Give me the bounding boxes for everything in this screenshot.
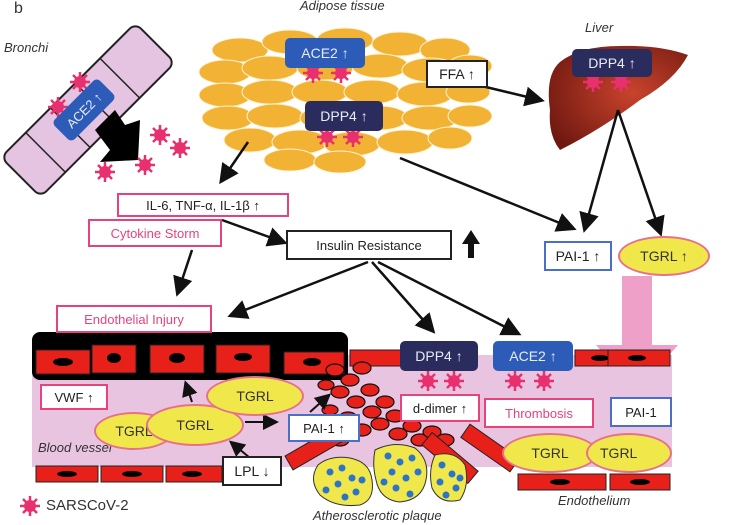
- d-dimer-box: d-dimer ↑: [400, 394, 480, 422]
- legend-virus-label: SARSCoV-2: [46, 497, 129, 514]
- vessel-arrows: [182, 380, 331, 459]
- virus-icon: [148, 123, 172, 147]
- liver-pai1-box: PAI-1 ↑: [544, 241, 612, 271]
- virus-icon: [93, 160, 117, 184]
- cytokines-box: IL-6, TNF-α, IL-1β ↑: [117, 193, 289, 217]
- adipose-dpp4-receptor: DPP4 ↑: [305, 101, 383, 131]
- vwf-box: VWF ↑: [40, 384, 108, 410]
- virus-icon: [532, 369, 556, 393]
- panel-label: b: [14, 0, 23, 17]
- endothelial-cells-bottom: [35, 465, 671, 491]
- ffa-box: FFA ↑: [426, 60, 488, 88]
- bronchi-label: Bronchi: [4, 40, 49, 55]
- release-arrow-icon: [95, 110, 140, 162]
- tgrl-particle: TGRL: [146, 404, 244, 446]
- tgrl-particle: TGRL: [502, 433, 598, 473]
- virus-icon: [416, 369, 440, 393]
- virus-icon: [442, 369, 466, 393]
- vessel-ace2-receptor: ACE2 ↑: [493, 341, 573, 371]
- lpl-box: LPL ↓: [222, 456, 282, 486]
- adipose-ace2-receptor: ACE2 ↑: [285, 38, 365, 68]
- vessel-dpp4-receptor: DPP4 ↑: [400, 341, 478, 371]
- blood-vessel-label: Blood vessel: [38, 440, 112, 455]
- virus-icon: [503, 369, 527, 393]
- virus-icon: [168, 136, 192, 160]
- thrombosis-box: Thrombosis: [484, 398, 594, 428]
- cytokine-storm-box: Cytokine Storm: [88, 219, 222, 247]
- liver-label: Liver: [585, 20, 614, 35]
- vessel-pai1-box: PAI-1 ↑: [288, 414, 360, 442]
- liver-dpp4-receptor: DPP4 ↑: [572, 49, 652, 77]
- flow-arrows: [173, 80, 665, 336]
- adipose-tissue-label: Adipose tissue: [300, 0, 385, 13]
- virus-icon: [133, 153, 157, 177]
- up-arrow-icon: [462, 230, 480, 258]
- liver-tgrl-particle: TGRL ↑: [618, 236, 710, 276]
- endothelial-injury-box: Endothelial Injury: [56, 305, 212, 333]
- insulin-resistance-box: Insulin Resistance: [286, 230, 452, 260]
- endothelium-label: Endothelium: [558, 493, 631, 508]
- legend-virus-icon: [18, 494, 42, 518]
- atherosclerotic-plaque: [313, 444, 468, 506]
- tgrl-particle: TGRL: [586, 433, 672, 473]
- atherosclerotic-plaque-label: Atherosclerotic plaque: [313, 508, 442, 523]
- endothelium-pai1-box: PAI-1: [610, 397, 672, 427]
- tgrl-particle: TGRL: [206, 376, 304, 416]
